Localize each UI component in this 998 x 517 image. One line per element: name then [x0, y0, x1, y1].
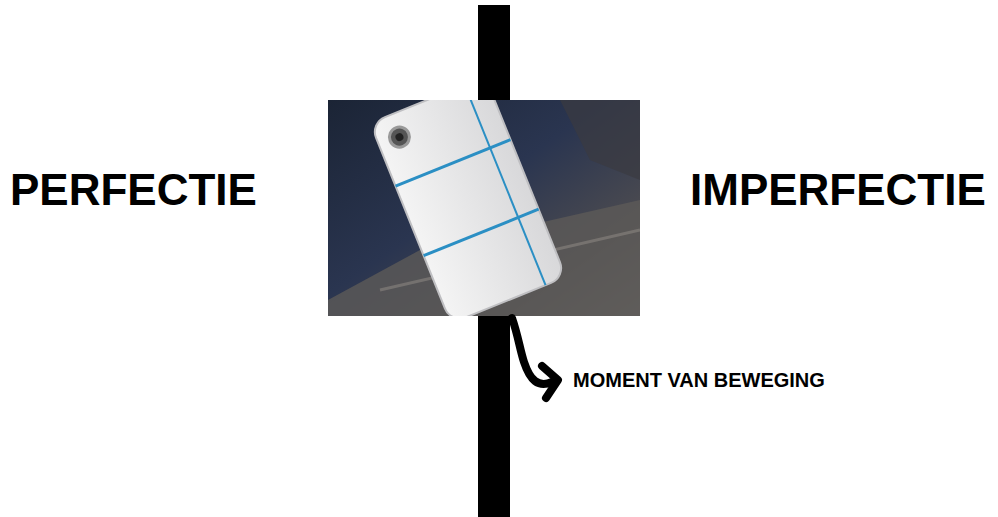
phone-photo	[328, 100, 640, 316]
left-heading: PERFECTIE	[10, 168, 257, 212]
arrow-head	[542, 366, 558, 398]
arrow-label: MOMENT VAN BEWEGING	[573, 370, 825, 390]
right-heading: IMPERFECTIE	[690, 168, 986, 212]
